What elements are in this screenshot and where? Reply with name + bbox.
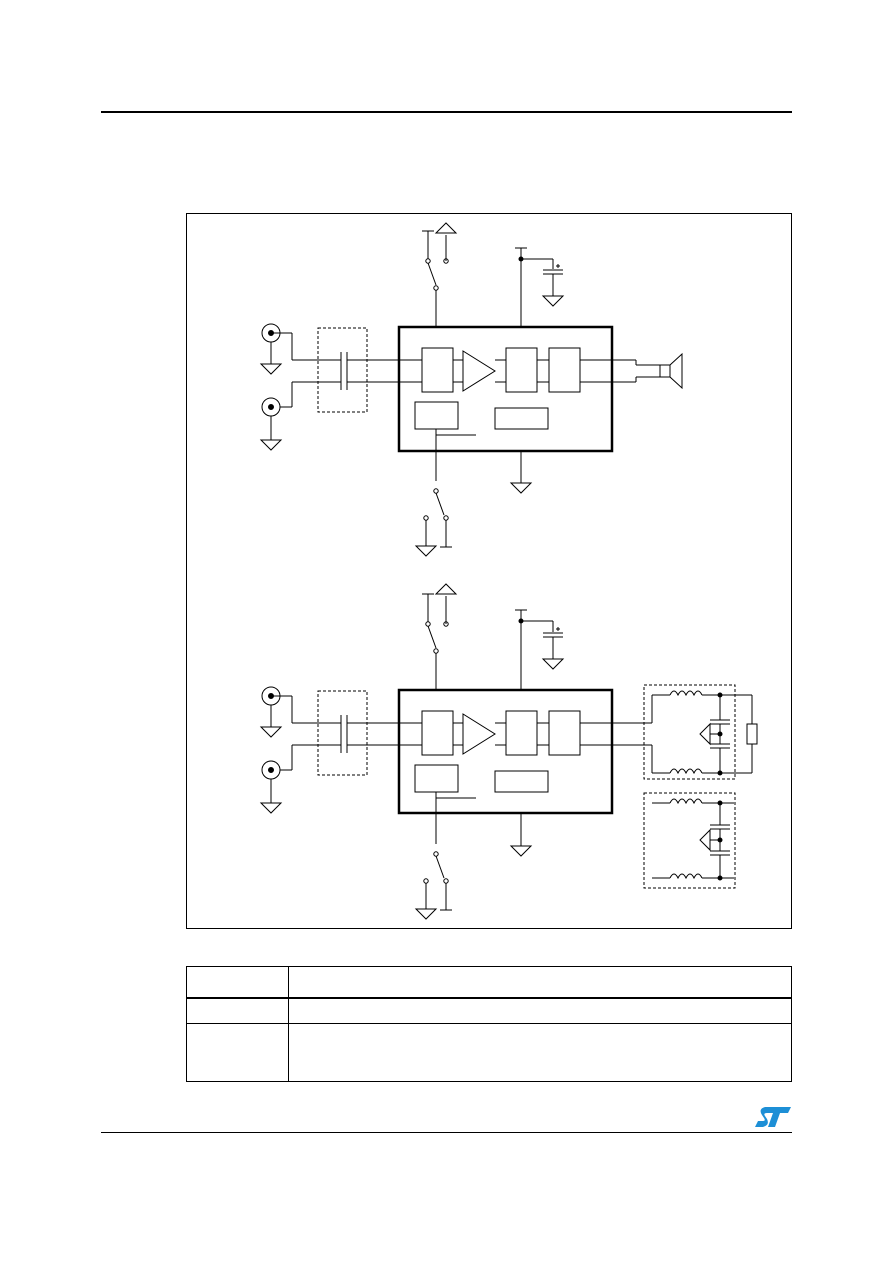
input-coupling-top bbox=[292, 327, 422, 413]
table-cell bbox=[186, 997, 289, 1024]
amplifier-ic-top bbox=[397, 325, 636, 494]
footer-rule bbox=[101, 1132, 792, 1133]
table-header-row bbox=[186, 966, 792, 999]
table-row bbox=[186, 997, 792, 1024]
supply-capacitor-top bbox=[515, 247, 565, 327]
lc-filter-2 bbox=[643, 792, 736, 889]
table-cell bbox=[288, 997, 792, 1024]
lc-filter-1 bbox=[643, 684, 758, 780]
table-cell bbox=[288, 1023, 792, 1082]
supply-capacitor-bottom bbox=[515, 609, 565, 690]
input-jack-top-1 bbox=[259, 323, 293, 375]
input-jack-bottom-2 bbox=[259, 745, 293, 814]
table-cell bbox=[186, 1023, 289, 1082]
application-circuit-figure bbox=[186, 213, 792, 929]
input-jack-bottom-1 bbox=[259, 686, 293, 738]
table-header-cell bbox=[186, 966, 289, 999]
speaker-icon bbox=[635, 352, 683, 390]
circuit-filter bbox=[259, 583, 758, 920]
load-resistor bbox=[746, 723, 758, 745]
header-rule bbox=[101, 111, 792, 113]
input-jack-top-2 bbox=[259, 382, 293, 451]
table-row bbox=[186, 1023, 792, 1082]
amplifier-ic-bottom bbox=[397, 688, 646, 857]
supply-switch-bottom bbox=[422, 583, 458, 690]
circuit-speaker bbox=[259, 222, 683, 557]
st-logo-icon bbox=[755, 1107, 791, 1127]
supply-switch-top bbox=[422, 222, 458, 327]
component-table bbox=[186, 966, 792, 1082]
input-coupling-bottom bbox=[292, 690, 422, 776]
standby-switch-bottom bbox=[414, 851, 452, 920]
table-header-cell bbox=[288, 966, 792, 999]
circuit-schematic bbox=[186, 213, 792, 929]
standby-switch-top bbox=[414, 488, 452, 557]
